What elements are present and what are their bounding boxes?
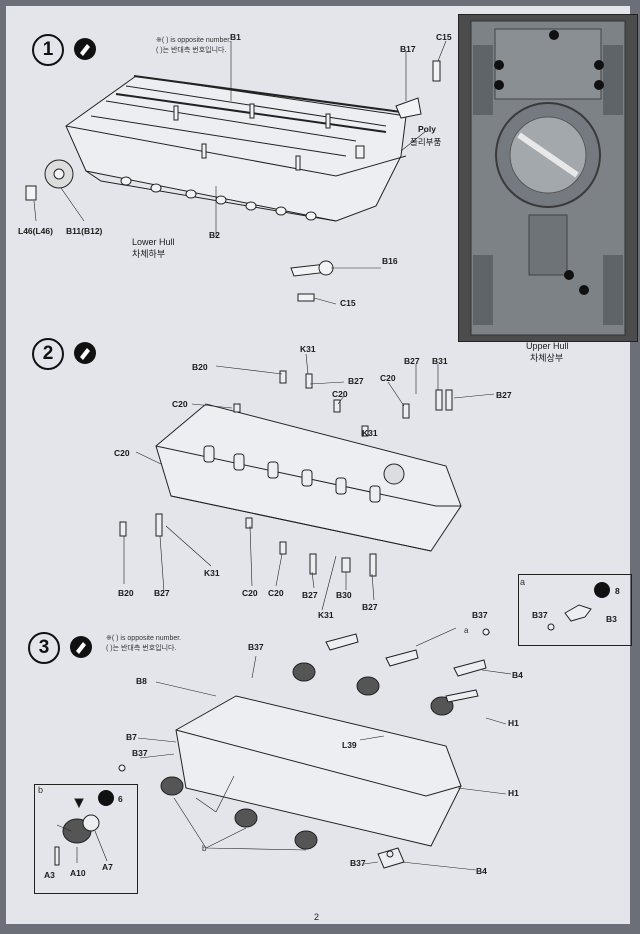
part-label: C20	[114, 448, 130, 458]
circle-b-marker: b	[202, 844, 207, 853]
step-3-number: 3	[28, 632, 60, 664]
step-3-drawing	[118, 627, 512, 871]
circle-a-marker: a	[464, 626, 469, 635]
part-label: B27	[154, 588, 170, 598]
part-label: B16	[382, 256, 398, 266]
part-label: 폴리부품	[410, 137, 442, 147]
part-label: B27	[362, 602, 378, 612]
part-label: H1	[508, 788, 519, 798]
inset-a-qty: 8	[615, 586, 620, 596]
part-label: C20	[380, 373, 396, 383]
part-label: B27	[302, 590, 318, 600]
instruction-page: 1 ※( ) is opposite number. ( )는 반대측 번호입니…	[6, 6, 638, 924]
part-label: L39	[342, 740, 357, 750]
part-label: B37	[248, 642, 264, 652]
part-label: K31	[318, 610, 334, 620]
part-label: A7	[102, 862, 113, 872]
part-label: B37	[350, 858, 366, 868]
step-2-number: 2	[32, 338, 64, 370]
part-label: B27	[404, 356, 420, 366]
part-label: B37	[472, 610, 488, 620]
lower-hull-caption-ko: 차체하부	[132, 249, 166, 259]
part-label: B37	[132, 748, 148, 758]
upper-hull-photo	[458, 14, 638, 342]
part-label: Poly	[418, 124, 436, 134]
step-3-note-ko: ( )는 반대측 번호입니다.	[106, 645, 177, 652]
page-number: 2	[314, 912, 320, 922]
part-label: H1	[508, 718, 519, 728]
part-label: B27	[348, 376, 364, 386]
part-label: B4	[476, 866, 487, 876]
part-label: C20	[268, 588, 284, 598]
part-label: B4	[512, 670, 523, 680]
part-label: B20	[118, 588, 134, 598]
step-1-note-ko: ( )는 반대측 번호입니다.	[156, 47, 227, 54]
lower-hull-caption: Lower Hull	[132, 237, 175, 247]
part-label: C15	[340, 298, 356, 308]
step-1-number: 1	[32, 34, 64, 66]
part-label: C15	[436, 32, 452, 42]
part-label: B37	[532, 610, 548, 620]
step-1-drawing	[25, 40, 447, 305]
inset-b-qty: 6	[118, 794, 123, 804]
step-3-note-en: ※( ) is opposite number.	[106, 635, 182, 642]
inset-b	[34, 784, 138, 894]
part-label: K31	[204, 568, 220, 578]
part-label: K31	[300, 344, 316, 354]
step-1-glue-icon	[74, 38, 96, 60]
inset-b-letter: b	[38, 785, 44, 795]
step-1-note-en: ※( ) is opposite number.	[156, 37, 232, 44]
step-2-drawing	[119, 353, 495, 611]
step-3-glue-icon	[70, 636, 92, 658]
part-label: C20	[242, 588, 258, 598]
step-2-glue-icon	[74, 342, 96, 364]
inset-a-glue-icon	[594, 582, 610, 598]
part-label: A3	[44, 870, 55, 880]
part-label: B30	[336, 590, 352, 600]
part-label: C20	[332, 389, 348, 399]
inset-a-letter: a	[520, 577, 526, 587]
part-label: B17	[400, 44, 416, 54]
part-label: B27	[496, 390, 512, 400]
inset-a	[518, 574, 632, 646]
part-label: B7	[126, 732, 137, 742]
part-label: K31	[362, 428, 378, 438]
inset-b-glue-icon	[98, 790, 114, 806]
part-label: L46(L46)	[18, 226, 53, 236]
part-label: B20	[192, 362, 208, 372]
upper-hull-caption: Upper Hull	[526, 341, 569, 351]
part-label: C20	[172, 399, 188, 409]
part-label: B31	[432, 356, 448, 366]
part-label: B11(B12)	[66, 226, 103, 236]
upper-hull-caption-ko: 차체상부	[530, 353, 564, 363]
part-label: B1	[230, 32, 241, 42]
part-label: B3	[606, 614, 617, 624]
part-label: B8	[136, 676, 147, 686]
part-label: A10	[70, 868, 86, 878]
part-label: B2	[209, 230, 220, 240]
